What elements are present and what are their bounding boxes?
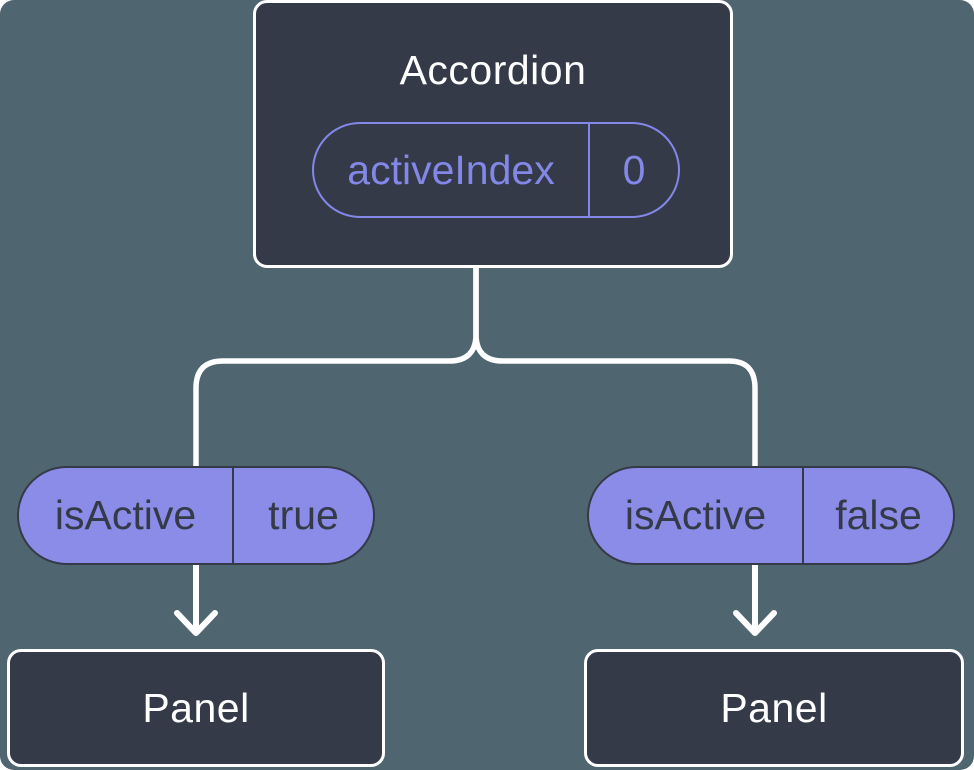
prop-value-label: false [835,492,922,538]
panel-node-left: Panel [7,649,385,767]
prop-name-label: isActive [589,468,804,563]
prop-value-label: 0 [622,146,646,193]
prop-value-label: true [268,492,339,538]
accordion-node-title: Accordion [399,47,587,93]
panel-node-title: Panel [142,684,250,731]
wire-right-branch [473,262,758,473]
is-active-pill-right: isActive false [587,466,955,565]
panel-node-title: Panel [720,684,828,731]
is-active-pill-left: isActive true [17,466,375,565]
prop-name-label: activeIndex [314,124,590,216]
prop-name-label: isActive [19,468,234,563]
active-index-prop-pill: activeIndex 0 [312,122,680,218]
panel-node-right: Panel [584,649,964,767]
wire-left-branch [193,262,479,473]
arrow-down-icon-right [733,557,777,636]
arrow-down-icon-left [174,557,218,636]
accordion-node: Accordion activeIndex 0 [253,0,733,268]
